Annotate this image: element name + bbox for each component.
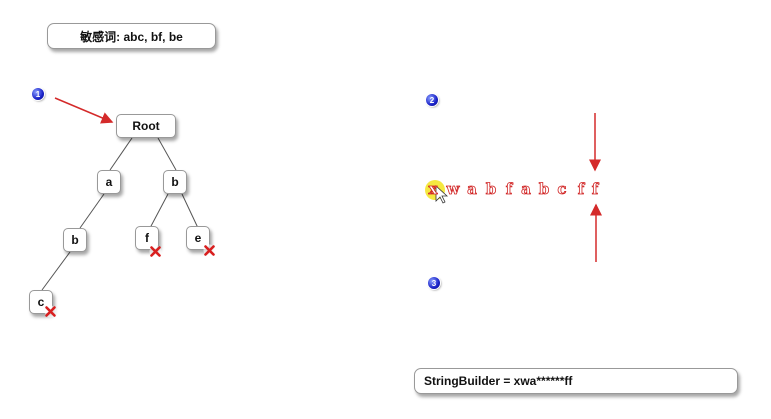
step-badge-1-label: 1 xyxy=(35,89,41,99)
step-badge-3-label: 3 xyxy=(431,278,437,288)
tree-node-root-label: Root xyxy=(132,119,160,133)
edge-root-b xyxy=(157,137,177,171)
edge-b-c xyxy=(41,251,71,291)
tree-node-e-label: e xyxy=(194,231,202,245)
tree-node-root: Root xyxy=(116,114,176,138)
stringbuilder-label: StringBuilder = xwa******ff xyxy=(424,374,573,388)
end-mark-e-icon xyxy=(203,244,216,257)
tree-node-a: a xyxy=(97,170,121,194)
edge-b-e xyxy=(181,193,199,229)
step-badge-1: 1 xyxy=(32,88,44,100)
sensitive-words-box: 敏感词: abc, bf, be xyxy=(47,23,216,49)
input-char: b xyxy=(538,180,550,199)
end-mark-c-icon xyxy=(44,305,57,318)
input-char: a xyxy=(521,180,532,199)
input-char: a xyxy=(467,180,478,199)
tree-node-c-label: c xyxy=(37,295,45,309)
tree-node-f-label: f xyxy=(145,231,149,245)
step-badge-3: 3 xyxy=(428,277,440,289)
tree-node-b-level1-label: b xyxy=(171,175,179,189)
edge-a-b xyxy=(79,193,105,229)
tree-node-b-level2-label: b xyxy=(71,233,79,247)
input-char: f xyxy=(577,180,585,199)
sensitive-words-label: 敏感词: abc, bf, be xyxy=(80,29,183,44)
tree-node-f: f xyxy=(135,226,159,250)
step-badge-2-label: 2 xyxy=(429,95,435,105)
input-char: f xyxy=(505,180,513,199)
tree-node-b-level1: b xyxy=(163,170,187,194)
mouse-cursor-icon xyxy=(435,185,449,204)
tree-node-b-level2: b xyxy=(63,228,87,252)
stringbuilder-box: StringBuilder = xwa******ff xyxy=(414,368,738,394)
step-badge-2: 2 xyxy=(426,94,438,106)
input-char: c xyxy=(557,180,567,199)
input-char: w xyxy=(446,180,460,199)
edge-root-a xyxy=(109,137,133,171)
edge-b-f xyxy=(149,193,169,229)
input-char: x xyxy=(428,180,438,199)
tree-node-a-label: a xyxy=(105,175,113,189)
input-char: f xyxy=(591,180,599,199)
arrow-to-root xyxy=(54,97,114,124)
input-char: b xyxy=(485,180,497,199)
end-mark-f-icon xyxy=(149,245,162,258)
